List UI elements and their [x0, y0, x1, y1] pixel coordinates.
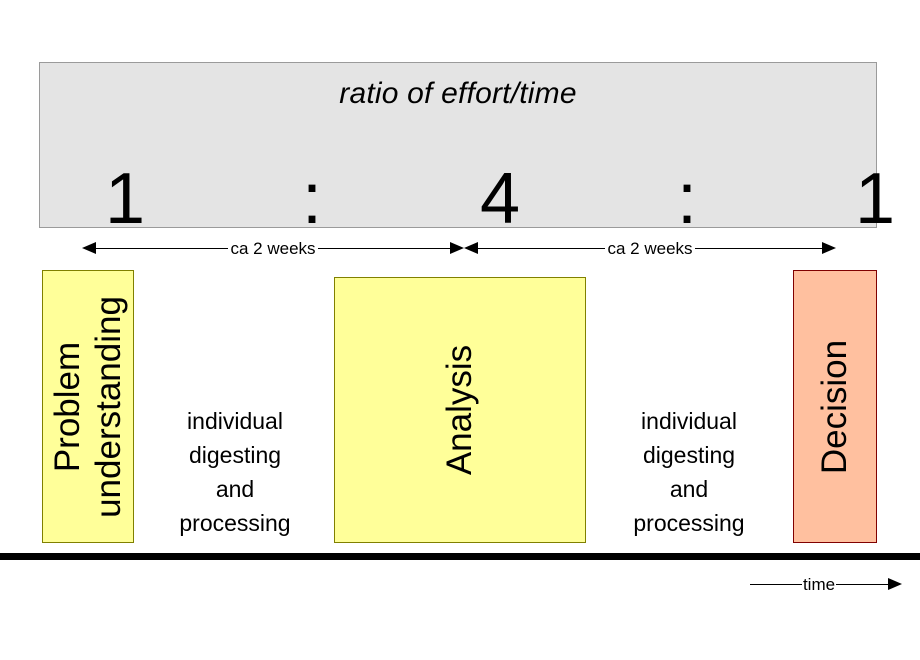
- gap-text-line: and: [669, 476, 709, 502]
- gap-text-line: processing: [179, 510, 291, 536]
- gap-text-line: individual: [641, 408, 737, 434]
- arrow-right-icon: [822, 242, 837, 254]
- arrow-left-icon: [82, 242, 96, 254]
- arrow-left-icon: [464, 242, 478, 254]
- ratio-panel-title: ratio of effort/time: [339, 77, 577, 110]
- gap-text-line: and: [215, 476, 255, 502]
- measure-line-left: [96, 247, 229, 249]
- measure-line-left: [478, 247, 606, 249]
- gap-text-line: digesting: [188, 442, 282, 468]
- timeline-baseline: [0, 553, 920, 560]
- time-axis: time: [750, 574, 902, 594]
- ratio-cell-2: 4: [479, 159, 521, 239]
- time-axis-line-left: [750, 583, 802, 585]
- arrow-right-icon: [888, 578, 902, 590]
- duration-measure-1: ca 2 weeks: [464, 236, 837, 260]
- ratio-cell-4: 1: [854, 159, 896, 239]
- gap-text-line: processing: [633, 510, 745, 536]
- measure-line-right: [317, 247, 451, 249]
- gap-text-line: digesting: [642, 442, 736, 468]
- gap-text-gap-right: individual digesting and processing: [594, 404, 784, 540]
- phase-box-decision[interactable]: Decision: [793, 270, 877, 543]
- duration-label: ca 2 weeks: [607, 238, 693, 258]
- duration-label: ca 2 weeks: [230, 238, 316, 258]
- ratio-cell-1: :: [301, 159, 323, 239]
- time-axis-line-right: [836, 583, 888, 585]
- ratio-values-row: 1: 4: 1: [40, 159, 895, 241]
- arrow-right-icon: [450, 242, 465, 254]
- phase-label-analysis: Analysis: [439, 344, 479, 476]
- measure-line-right: [694, 247, 823, 249]
- phase-box-analysis[interactable]: Analysis: [334, 277, 586, 543]
- ratio-cell-3: :: [676, 159, 698, 239]
- gap-text-line: individual: [187, 408, 283, 434]
- gap-text-gap-left: individual digesting and processing: [140, 404, 330, 540]
- time-axis-label: time: [802, 574, 836, 594]
- phase-box-problem-understanding[interactable]: Problem understanding: [42, 270, 134, 543]
- phase-label-problem-understanding: Problem understanding: [48, 295, 128, 518]
- ratio-cell-0: 1: [104, 159, 146, 239]
- phase-label-decision: Decision: [815, 339, 855, 474]
- ratio-panel: ratio of effort/time 1:4:1: [39, 62, 895, 235]
- duration-measure-0: ca 2 weeks: [82, 236, 465, 260]
